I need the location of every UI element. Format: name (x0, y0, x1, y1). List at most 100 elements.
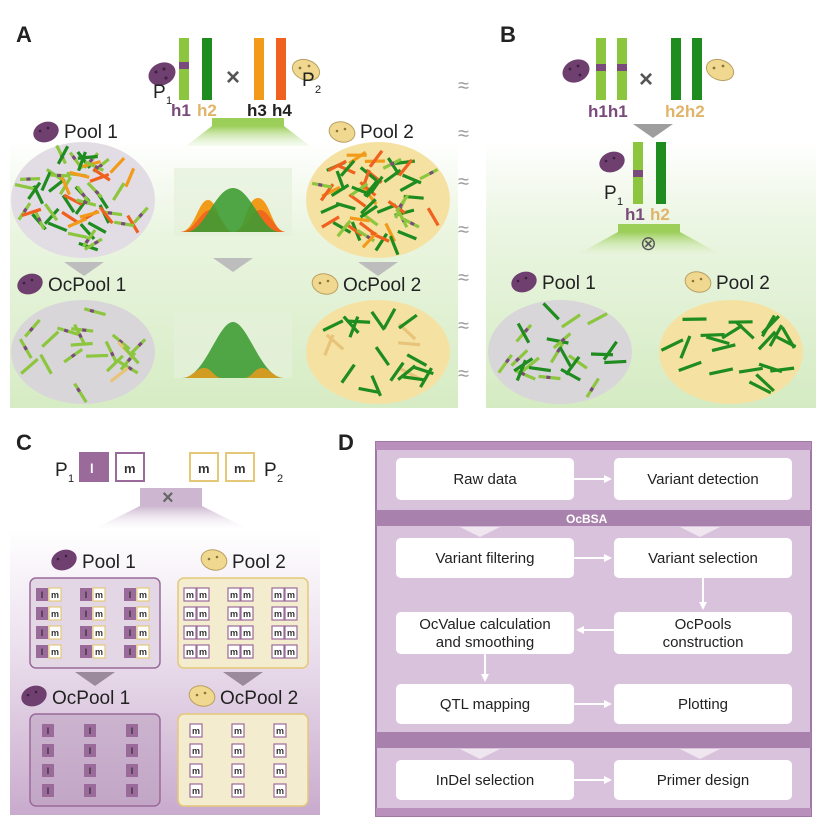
allele-l-cell (84, 724, 96, 737)
separator-symbol: ≈ (458, 219, 469, 241)
separator-symbol: ≈ (458, 363, 469, 385)
sequencing-read (348, 319, 371, 324)
allele-l-box (79, 452, 109, 482)
allele-m-label: m (124, 461, 136, 476)
sequencing-read (411, 365, 434, 376)
sequencing-read (721, 323, 744, 340)
allele-m-cell (136, 587, 150, 602)
sequencing-read (398, 313, 418, 330)
sequencing-read (520, 356, 540, 373)
allele-l-cell (84, 744, 96, 757)
allele-l-label: l (41, 590, 44, 600)
parent2-subscript: 2 (315, 84, 321, 96)
allele-m-label: m (186, 628, 194, 638)
allele-l-cell (126, 744, 138, 757)
purple-potato-icon (148, 62, 176, 86)
sequencing-read (47, 221, 68, 233)
pool2-title: Pool 2 (716, 273, 770, 294)
sequencing-read (27, 181, 42, 200)
sequencing-read (384, 222, 397, 243)
allele-m-label: m (234, 461, 246, 476)
raw-data-box (396, 458, 574, 500)
purple-potato-icon (21, 685, 47, 707)
panel-b: B × h1h1 h2h2 P 1 h1 h2 ⊗ (486, 22, 816, 408)
sequencing-read (98, 206, 114, 225)
allele-m-cell (273, 763, 287, 778)
sequencing-read (63, 193, 83, 206)
allele-l-cell (42, 724, 54, 737)
sequencing-read (711, 343, 736, 353)
allele-m-cell (196, 644, 210, 659)
chromosome-h2 (671, 38, 681, 100)
chromosome-h4 (276, 38, 286, 100)
variant-filtering-box (396, 538, 574, 578)
arrow-down (358, 262, 398, 276)
sequencing-read (43, 203, 59, 222)
indel-selection-box (396, 760, 574, 800)
allele-m-label: m (51, 609, 59, 619)
allele-m-label: m (243, 609, 251, 619)
allele-m-label: m (192, 746, 200, 756)
allele-m-cell (136, 625, 150, 640)
sequencing-read (755, 373, 775, 393)
allele-m-cell (271, 587, 285, 602)
sequencing-read (497, 353, 513, 374)
sequencing-read (79, 210, 100, 219)
ocpool1-ellipse (11, 300, 155, 404)
allele-m-label: m (276, 726, 284, 736)
sequencing-read (320, 202, 340, 215)
arrow-down (223, 672, 263, 686)
sequencing-read (39, 353, 53, 375)
allele-m-cell (48, 587, 62, 602)
ocvalue-box (396, 612, 574, 654)
sequencing-read (709, 367, 734, 376)
sequencing-read (370, 374, 382, 397)
separator-symbol: ≈ (458, 315, 469, 337)
allele-m-box (115, 452, 145, 482)
allele-l-cell (36, 588, 48, 601)
sequencing-read (56, 326, 79, 336)
plotting-box (614, 684, 792, 724)
allele-m-label: m (243, 647, 251, 657)
sequencing-read (335, 201, 356, 211)
sequencing-read (84, 160, 105, 172)
allele-l-label: l (131, 726, 134, 736)
sequencing-read (516, 322, 531, 344)
allele-l-cell (80, 626, 92, 639)
allele-l-label: l (131, 766, 134, 776)
allele-m-label: m (51, 647, 59, 657)
allele-m-label: m (199, 590, 207, 600)
allele-m-cell (48, 625, 62, 640)
allele-m-label: m (234, 746, 242, 756)
allele-l-cell (36, 607, 48, 620)
pool2-reads (660, 314, 797, 395)
allele-l-cell (42, 764, 54, 777)
allele-l-label: l (47, 726, 50, 736)
arrow-down (213, 258, 253, 272)
allele-l-cell (126, 784, 138, 797)
allele-m-cell (183, 644, 197, 659)
band (376, 732, 811, 748)
allele-m-cell (196, 625, 210, 640)
sequencing-read (61, 194, 76, 214)
allele-m-cell (271, 644, 285, 659)
sequencing-read (780, 326, 796, 349)
sequencing-read (586, 312, 608, 326)
allele-l-cell (124, 645, 136, 658)
allele-m-label: m (234, 766, 242, 776)
sequencing-read (344, 222, 363, 237)
ocpool1-reads (18, 307, 147, 404)
sequencing-read (538, 374, 561, 381)
yellow-potato-icon (705, 58, 735, 82)
sequencing-read (351, 185, 371, 197)
allele-l-cell (42, 784, 54, 797)
allele-l-label: l (131, 786, 134, 796)
allele-m-label: m (274, 628, 282, 638)
sequencing-read (510, 349, 529, 367)
allele-l-label: l (85, 590, 88, 600)
allele-m-label: m (139, 647, 147, 657)
allele-m-cell (240, 606, 254, 621)
